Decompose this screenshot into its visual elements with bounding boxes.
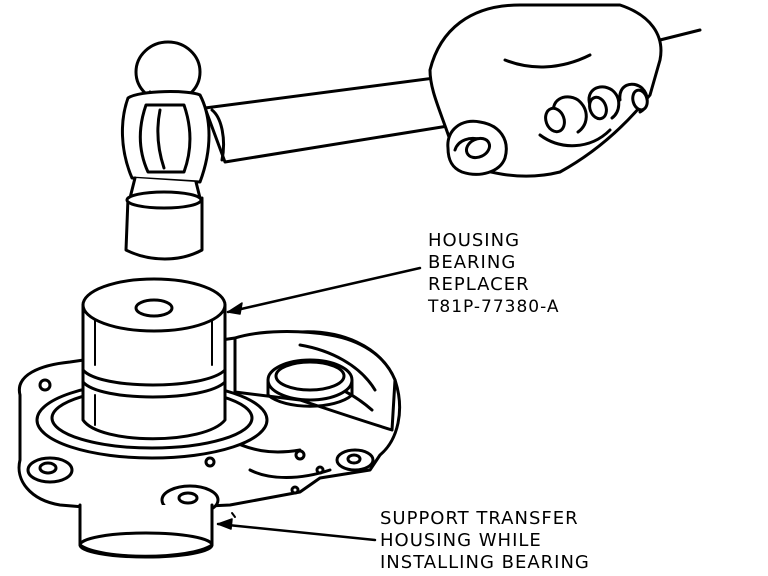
callout-replacer-line3: REPLACER	[428, 274, 530, 295]
callout-replacer-line2: BEARING	[428, 252, 517, 273]
leader-line-support	[216, 512, 377, 542]
callout-replacer-line1: HOUSING	[428, 230, 521, 251]
callout-support-line3: INSTALLING BEARING	[380, 552, 590, 573]
callout-support-line2: HOUSING WHILE	[380, 530, 542, 551]
callout-support-line1: SUPPORT TRANSFER	[380, 508, 579, 529]
hammer-icon	[120, 40, 211, 261]
hand-icon	[428, 3, 702, 178]
bearing-replacer-tool	[35, 277, 269, 460]
callout-replacer-line4: T81P-77380-A	[428, 297, 560, 317]
leader-line-replacer	[226, 266, 422, 315]
